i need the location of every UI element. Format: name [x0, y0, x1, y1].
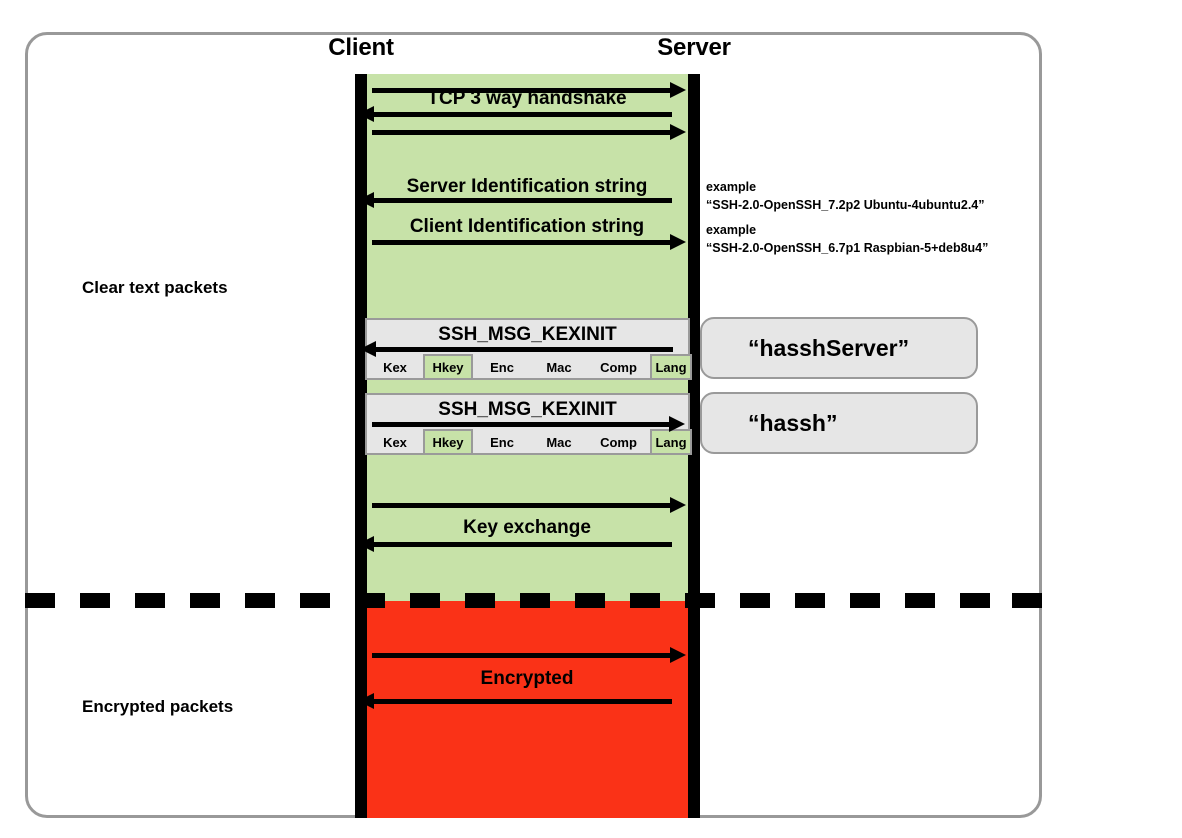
arrow-key-exchange-in — [358, 536, 672, 552]
kexinit-server-title: SSH_MSG_KEXINIT — [438, 324, 617, 345]
caption-client-identification: Client Identification string — [409, 216, 645, 237]
example-server-heading: example — [706, 180, 757, 194]
kexinit-client-title: SSH_MSG_KEXINIT — [438, 399, 617, 420]
kexinit-field-kex: Kex — [383, 434, 407, 450]
kexinit-server-field-row: Kex Hkey Enc Mac Comp Lang — [367, 354, 692, 380]
clear-text-section-label: Clear text packets — [82, 278, 228, 297]
example-client-value: “SSH-2.0-OpenSSH_6.7p1 Raspbian-5+deb8u4… — [706, 241, 989, 256]
caption-tcp-handshake: TCP 3 way handshake — [427, 88, 627, 109]
server-lifeline — [688, 74, 700, 818]
arrow-tcp-synack — [358, 106, 672, 122]
caption-key-exchange: Key exchange — [463, 517, 591, 538]
kexinit-field-comp: Comp — [600, 434, 637, 450]
kexinit-field-hkey: Hkey — [423, 429, 473, 455]
example-client-version: example “SSH-2.0-OpenSSH_6.7p1 Raspbian-… — [706, 221, 988, 257]
callout-hassh-client: “hassh” — [700, 392, 978, 454]
encrypted-band — [361, 601, 694, 818]
server-column-title: Server — [657, 34, 731, 61]
callout-hassh-server: “hasshServer” — [700, 317, 978, 379]
arrow-client-identification — [372, 234, 686, 250]
kexinit-field-enc: Enc — [490, 434, 514, 450]
kexinit-field-mac: Mac — [546, 359, 572, 375]
callout-hassh-server-text: “hasshServer” — [748, 334, 910, 361]
kexinit-client-field-row: Kex Hkey Enc Mac Comp Lang — [367, 429, 692, 455]
kexinit-field-hkey: Hkey — [423, 354, 473, 380]
caption-encrypted: Encrypted — [480, 668, 574, 689]
example-client-heading: example — [706, 223, 757, 237]
kexinit-field-lang: Lang — [650, 354, 692, 380]
kexinit-field-enc: Enc — [490, 359, 514, 375]
arrow-encrypted-out — [372, 647, 686, 663]
arrow-encrypted-in — [358, 693, 672, 709]
kexinit-field-kex: Kex — [383, 359, 407, 375]
arrow-tcp-ack — [372, 124, 686, 140]
arrow-key-exchange-out — [372, 497, 686, 513]
kexinit-field-mac: Mac — [546, 434, 572, 450]
example-server-version: example “SSH-2.0-OpenSSH_7.2p2 Ubuntu-4u… — [706, 178, 985, 214]
arrow-kexinit-client — [372, 416, 685, 432]
client-column-title: Client — [328, 34, 394, 61]
caption-server-identification: Server Identification string — [406, 176, 648, 197]
arrow-kexinit-server — [360, 341, 673, 357]
encrypted-section-label: Encrypted packets — [82, 697, 234, 716]
clear-encrypted-divider — [25, 593, 1042, 608]
kexinit-field-comp: Comp — [600, 359, 637, 375]
example-server-value: “SSH-2.0-OpenSSH_7.2p2 Ubuntu-4ubuntu2.4… — [706, 198, 985, 213]
callout-hassh-client-text: “hassh” — [748, 409, 838, 436]
arrow-server-identification — [358, 192, 672, 208]
kexinit-field-lang: Lang — [650, 429, 692, 455]
client-lifeline — [355, 74, 367, 818]
arrow-tcp-syn — [372, 82, 686, 98]
